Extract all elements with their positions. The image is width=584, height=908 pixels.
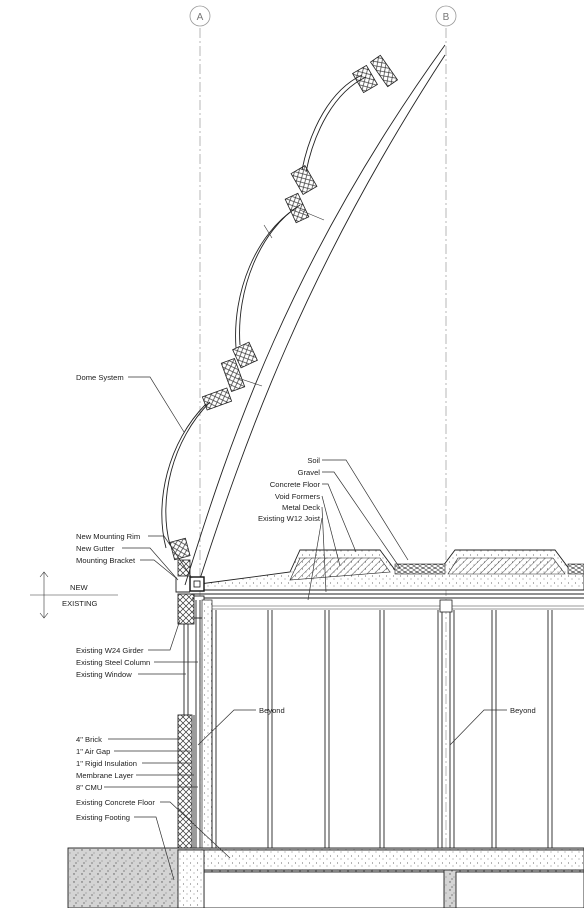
interior-columns	[211, 599, 553, 848]
left-labels: Dome System New Mounting Rim New Gutter …	[76, 373, 231, 881]
label-brick: 4" Brick	[76, 735, 102, 744]
label-void-formers: Void Formers	[275, 492, 320, 501]
label-existing-w12-joist: Existing W12 Joist	[258, 514, 321, 523]
mounting-rim	[189, 576, 205, 592]
label-concrete-floor: Concrete Floor	[270, 480, 321, 489]
label-beyond-left: Beyond	[259, 706, 285, 715]
grid-bubble-a	[189, 5, 211, 27]
label-soil: Soil	[307, 456, 320, 465]
label-mounting-bracket: Mounting Bracket	[76, 556, 136, 565]
label-membrane-layer: Membrane Layer	[76, 771, 134, 780]
label-metal-deck: Metal Deck	[282, 503, 320, 512]
label-dome-system: Dome System	[76, 373, 124, 382]
dome-bubbles	[161, 74, 367, 549]
grid-label-a: A	[197, 12, 204, 23]
label-new-gutter: New Gutter	[76, 544, 115, 553]
label-existing-concrete-floor: Existing Concrete Floor	[76, 798, 155, 807]
w24-girder	[177, 593, 195, 625]
dome-rib-outer	[184, 44, 446, 586]
gutter	[175, 577, 190, 593]
grid-label-b: B	[443, 12, 450, 23]
dome-rib-inner	[197, 54, 446, 586]
grid-bubble-b	[435, 5, 457, 27]
label-beyond-right: Beyond	[510, 706, 536, 715]
label-cmu: 8" CMU	[76, 783, 102, 792]
label-existing-footing: Existing Footing	[76, 813, 130, 822]
roof-labels: Soil Gravel Concrete Floor Void Formers …	[258, 456, 409, 601]
label-gravel: Gravel	[298, 468, 321, 477]
label-rigid-insulation: 1" Rigid Insulation	[76, 759, 137, 768]
label-existing-w24-girder: Existing W24 Girder	[76, 646, 144, 655]
level-existing-label: EXISTING	[62, 599, 98, 608]
beyond-labels: Beyond Beyond	[197, 706, 536, 746]
level-marker: NEW EXISTING	[30, 571, 118, 619]
label-existing-window: Existing Window	[76, 670, 132, 679]
label-new-mounting-rim: New Mounting Rim	[76, 532, 140, 541]
exterior-wall	[177, 599, 213, 851]
label-air-gap: 1" Air Gap	[76, 747, 110, 756]
level-new-label: NEW	[70, 583, 89, 592]
roof-assembly	[191, 549, 584, 610]
label-existing-steel-column: Existing Steel Column	[76, 658, 150, 667]
foundation	[67, 847, 584, 908]
dome-panel-brackets	[169, 54, 399, 577]
